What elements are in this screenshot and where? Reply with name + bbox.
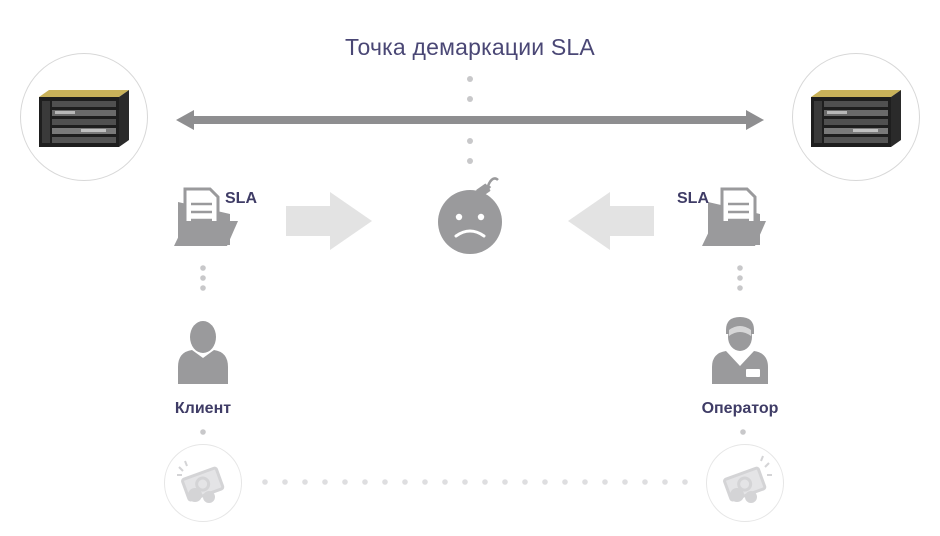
center-vertical-dots <box>467 76 473 164</box>
right-document-folder-icon <box>702 187 766 246</box>
right-router-chassis-icon <box>811 90 901 147</box>
right-vertical-dots <box>737 265 746 435</box>
user-icon <box>178 321 228 384</box>
operator-label: Оператор <box>701 400 779 417</box>
right-money-circle <box>706 444 784 522</box>
left-document-folder-icon <box>174 187 238 246</box>
operator-user-icon <box>712 317 768 384</box>
left-vertical-dots <box>200 265 206 435</box>
left-router-chassis-icon <box>39 90 129 147</box>
double-arrow <box>176 110 764 130</box>
diagram-title: Точка демаркации SLA <box>345 34 595 60</box>
sad-bomb-icon <box>438 177 502 254</box>
left-device-circle <box>20 53 148 181</box>
client-label: Клиент <box>174 400 232 417</box>
left-sla-label: SLA <box>225 190 257 207</box>
right-device-circle <box>792 53 920 181</box>
right-sla-label: SLA <box>677 190 709 207</box>
left-money-icon <box>177 460 225 503</box>
left-to-center-arrow <box>286 192 372 250</box>
left-money-circle <box>164 444 242 522</box>
right-money-icon <box>723 455 772 503</box>
bottom-horizontal-dots <box>262 479 688 485</box>
right-to-center-arrow <box>568 192 654 250</box>
